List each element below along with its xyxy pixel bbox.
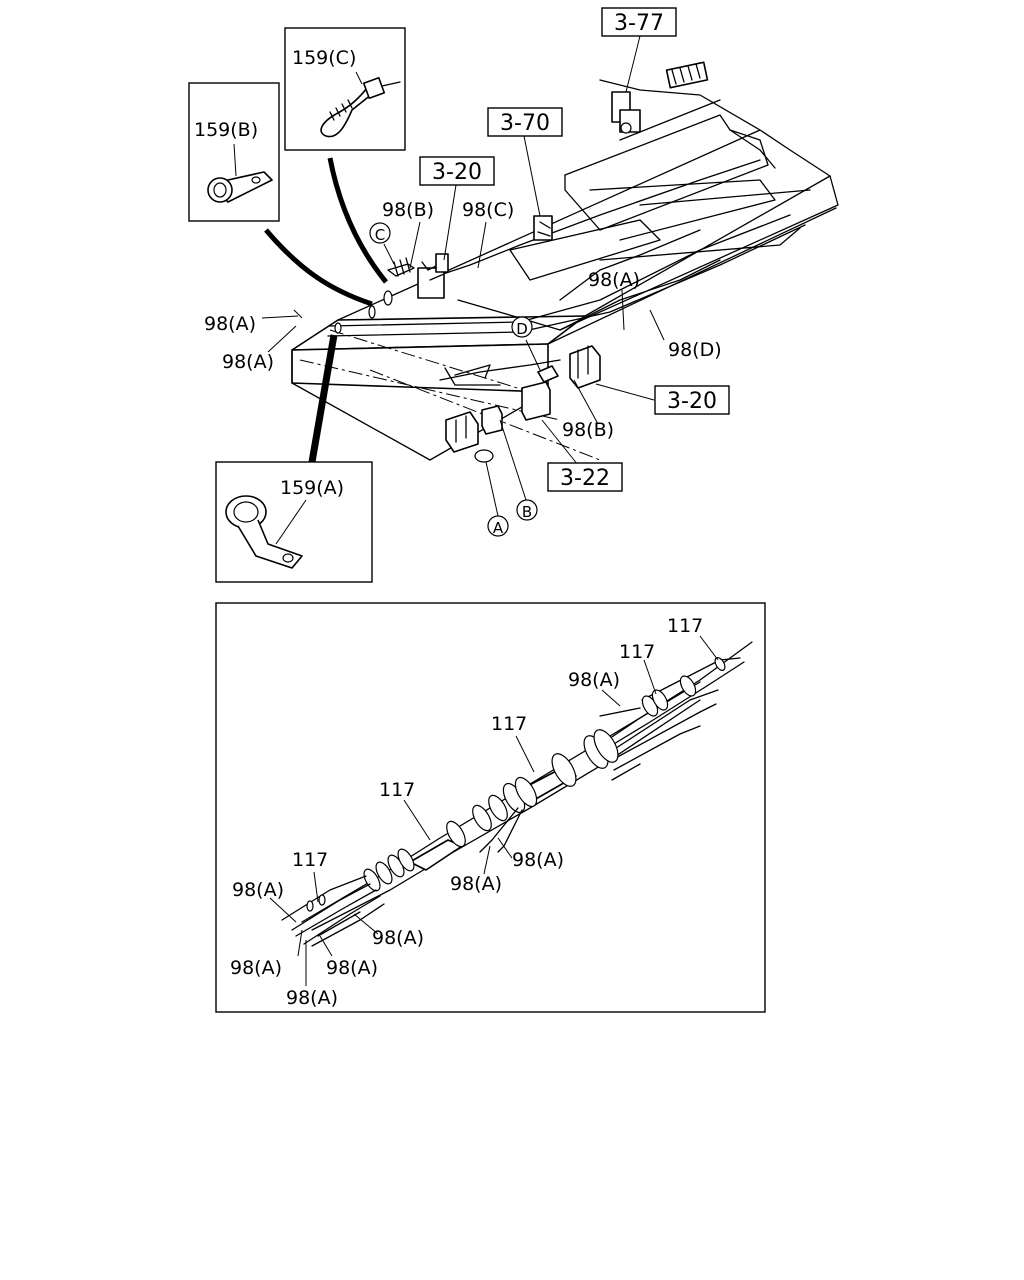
label-98d: 98(D) [668, 339, 722, 361]
label-98c: 98(C) [462, 199, 514, 221]
label-98a-bottom-mid: 98(A) [326, 957, 378, 979]
ref-label-3-20-upper: 3-20 [432, 160, 482, 185]
ref-label-3-77: 3-77 [614, 11, 664, 36]
inset-159b: 159(B) [188, 82, 280, 222]
callout-a: A [487, 515, 509, 537]
inset-label-159b: 159(B) [194, 119, 258, 141]
label-98b-top: 98(B) [382, 199, 434, 221]
label-98a-left-2: 98(A) [222, 351, 274, 373]
label-98a-far-left: 98(A) [232, 879, 284, 901]
label-98a-left-center: 98(A) [372, 927, 424, 949]
inset-label-159c: 159(C) [292, 47, 356, 69]
label-117-left: 117 [292, 849, 328, 871]
corrugated-tube-segments [363, 657, 726, 892]
label-117-upper: 117 [619, 641, 655, 663]
harness-panel [215, 602, 766, 1013]
label-98a-upper-wires: 98(A) [568, 669, 620, 691]
inset-159a: 159(A) [215, 461, 373, 583]
ref-box-3-70: 3-70 [487, 107, 563, 137]
label-117-mid-left: 117 [379, 779, 415, 801]
chassis-frame [291, 79, 839, 461]
label-98a-bottom-left: 98(A) [230, 957, 282, 979]
label-98a-mid: 98(A) [588, 269, 640, 291]
inset-arrows [264, 157, 388, 463]
label-117-center: 117 [491, 713, 527, 735]
ref-box-3-77: 3-77 [601, 7, 677, 37]
ref-label-3-20-right: 3-20 [667, 389, 717, 414]
label-98a-left-1: 98(A) [204, 313, 256, 335]
ref-box-3-20-upper: 3-20 [419, 156, 495, 186]
label-98a-bottom: 98(A) [286, 987, 338, 1009]
ref-box-3-20-right: 3-20 [654, 385, 730, 415]
label-98a-left-drop: 98(A) [450, 873, 502, 895]
callout-a-letter: A [493, 519, 504, 537]
ref-label-3-22: 3-22 [560, 466, 610, 491]
callout-c-letter: C [375, 226, 385, 244]
callout-b: B [516, 499, 538, 521]
ref-label-3-70: 3-70 [500, 111, 550, 136]
label-117-top-right: 117 [667, 615, 703, 637]
callout-d: D [511, 316, 533, 338]
inset-label-159a: 159(A) [280, 477, 344, 499]
inset-159c: 159(C) [284, 27, 406, 151]
callout-b-letter: B [522, 503, 532, 521]
callout-c: C [369, 222, 391, 244]
upper-connectors [334, 61, 709, 463]
label-98a-right-drop: 98(A) [512, 849, 564, 871]
upper-leaders [261, 35, 665, 517]
ref-box-3-22: 3-22 [547, 462, 623, 492]
label-98b-bottom: 98(B) [562, 419, 614, 441]
callout-d-letter: D [516, 320, 528, 338]
